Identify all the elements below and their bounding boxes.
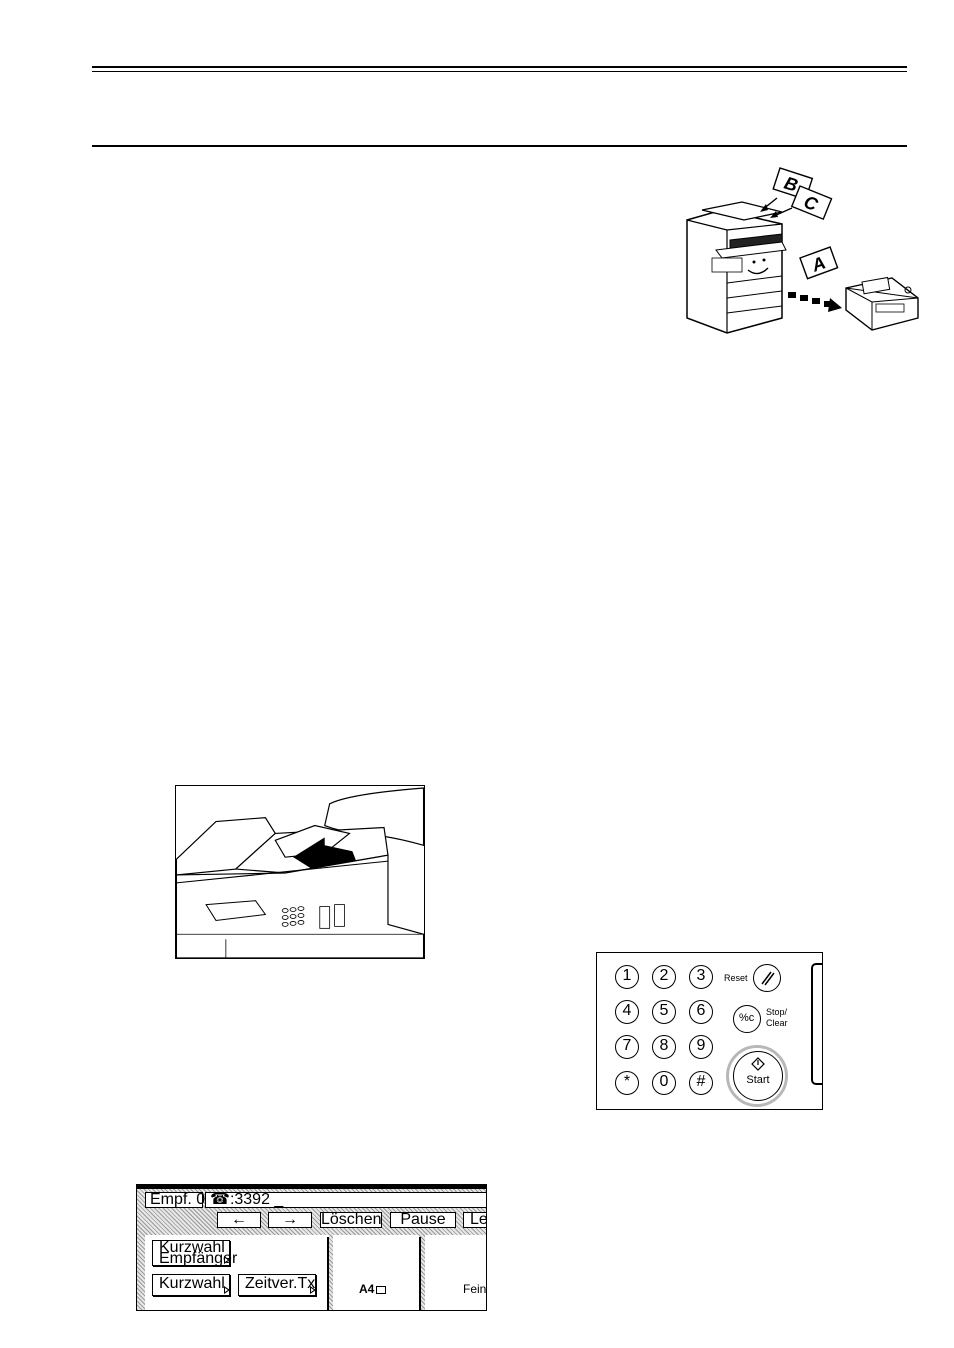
phone-icon: ☎ (210, 1191, 230, 1208)
dial-number-value: :3392 _ (229, 1191, 284, 1208)
start-diamond-icon (751, 1057, 765, 1071)
key-7[interactable]: 7 (615, 1035, 639, 1059)
stop-clear-button[interactable]: %c (733, 1005, 761, 1033)
page-label-b: B (782, 173, 801, 196)
partial-next-button[interactable]: Lee (463, 1212, 486, 1228)
reset-label: Reset (724, 973, 748, 983)
speed-dial-recipient-line1: Kurzwahl (159, 1239, 225, 1256)
key-3[interactable]: 3 (689, 965, 713, 989)
key-5[interactable]: 5 (652, 1000, 676, 1024)
paper-size-label: A4 (359, 1282, 375, 1296)
speed-dial-recipient-line2: Empfänger (159, 1250, 238, 1267)
key-2[interactable]: 2 (652, 965, 676, 989)
delete-button[interactable]: Löschen (320, 1211, 382, 1228)
panel-divider-1 (327, 1237, 329, 1310)
delayed-tx-button[interactable]: Zeitver.Tx (238, 1274, 316, 1296)
cursor-left-button[interactable]: ← (217, 1212, 261, 1228)
paper-size-value[interactable]: A4 (359, 1282, 387, 1296)
header-rule-thick (92, 66, 907, 68)
key-9[interactable]: 9 (689, 1035, 713, 1059)
stop-clear-icon: %c (739, 1012, 755, 1024)
reset-button[interactable] (753, 964, 781, 992)
fax-transmission-illustration: B C A (682, 158, 922, 343)
key-6[interactable]: 6 (689, 1000, 713, 1024)
resolution-area (425, 1235, 486, 1310)
key-1[interactable]: 1 (615, 965, 639, 989)
reset-slash-icon (761, 971, 775, 986)
operation-keypad: 1 2 3 4 5 6 7 8 9 * 0 # Reset %c Stop/ C… (596, 952, 823, 1110)
start-ring (726, 1045, 788, 1107)
submenu-arrow-icon (224, 1286, 230, 1294)
recipient-count-field: Empf. 0 (145, 1192, 205, 1208)
delayed-tx-label: Zeitver.Tx (245, 1275, 316, 1292)
clear-label: Clear (766, 1018, 788, 1028)
paper-orientation-icon (376, 1285, 387, 1294)
key-4[interactable]: 4 (615, 1000, 639, 1024)
paper-size-area (333, 1235, 419, 1310)
cursor-right-button[interactable]: → (268, 1212, 312, 1228)
key-8[interactable]: 8 (652, 1035, 676, 1059)
submenu-arrow-icon (224, 1256, 230, 1264)
key-hash[interactable]: # (689, 1071, 713, 1095)
speed-dial-recipient-button[interactable]: Kurzwahl Empfänger (152, 1239, 238, 1267)
header-rule-thin (92, 71, 907, 72)
panel-top-border (137, 1185, 486, 1189)
stop-label: Stop/ (766, 1007, 788, 1017)
page-label-a: A (808, 252, 828, 276)
section-rule (92, 145, 907, 147)
panel-edge (811, 963, 823, 1085)
speed-dial-button[interactable]: Kurzwahl (152, 1274, 230, 1296)
start-button[interactable]: Start (733, 1051, 783, 1101)
start-label: Start (746, 1074, 770, 1086)
submenu-arrow-icon (310, 1286, 316, 1294)
speed-dial-label: Kurzwahl (159, 1275, 225, 1292)
panel-divider-2 (419, 1237, 421, 1310)
pause-button[interactable]: Pause (390, 1212, 456, 1228)
key-star[interactable]: * (615, 1071, 639, 1095)
fax-touch-panel: Empf. 0 ☎:3392 _ ← → Löschen Pause Lee K… (136, 1184, 487, 1311)
document-feeder-illustration (175, 785, 425, 959)
dial-number-field[interactable]: ☎:3392 _ (205, 1191, 486, 1208)
resolution-value[interactable]: Fein (463, 1282, 487, 1296)
key-0[interactable]: 0 (652, 1071, 676, 1095)
